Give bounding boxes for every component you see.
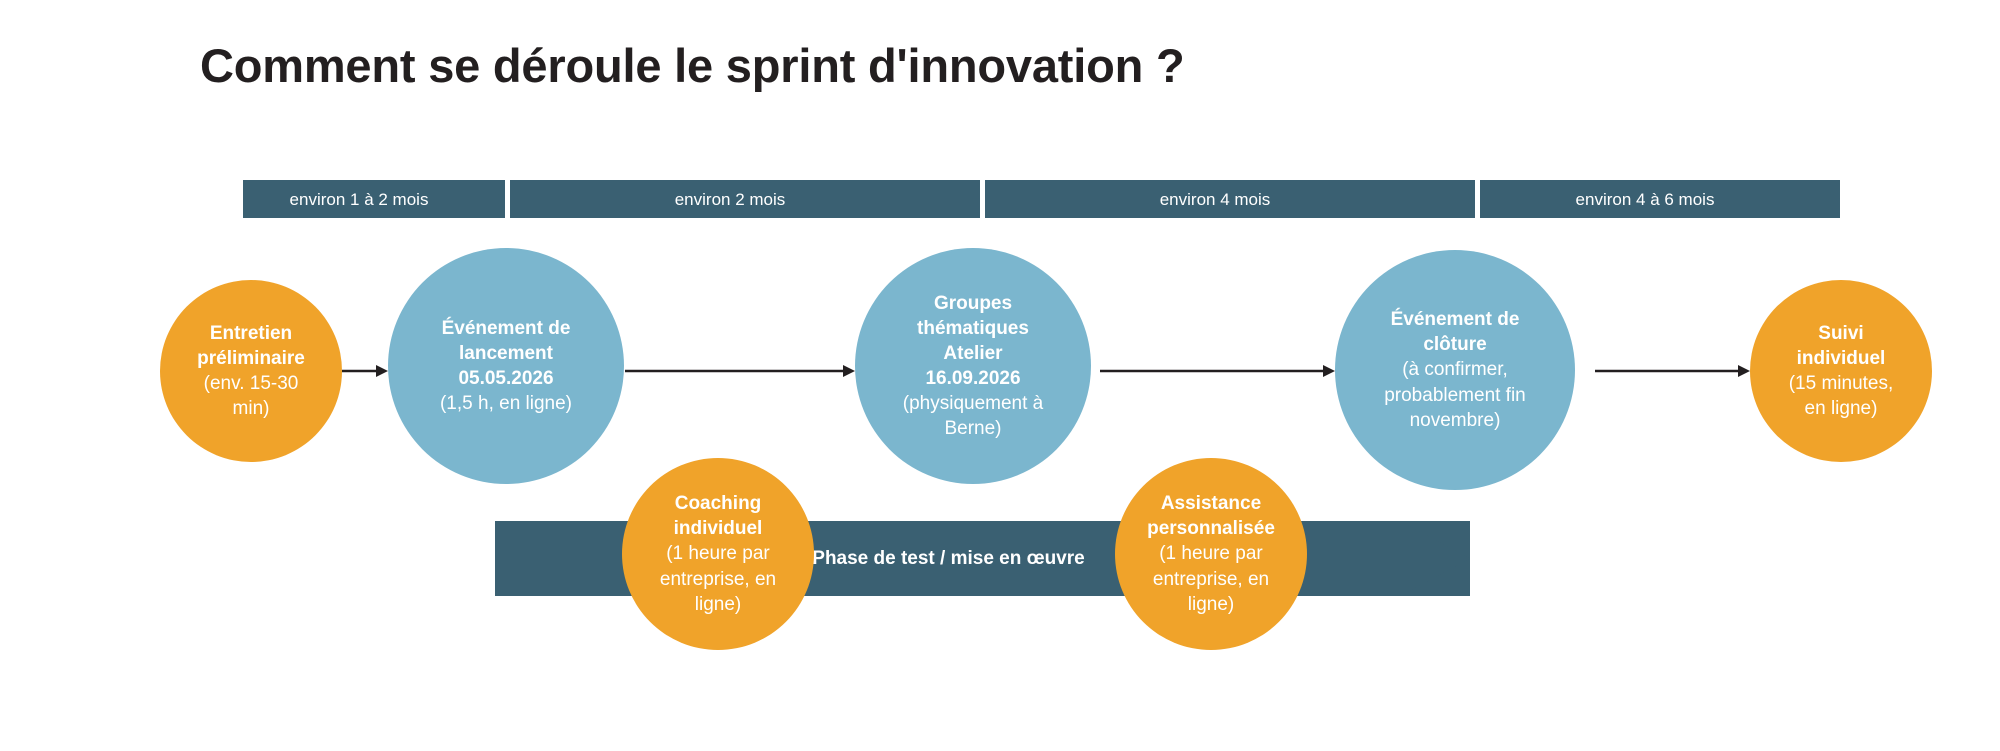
timeline-segment-1-label: environ 1 à 2 mois [289,189,429,209]
timeline-segment-2: environ 2 mois [510,180,980,218]
milestone-line: (physiquement à [902,393,1044,415]
timeline-segment-1: environ 1 à 2 mois [243,180,505,218]
milestone-suivi-individuel[interactable]: Suivi individuel (15 minutes, en ligne) [1750,280,1932,462]
connector-arrow-3 [1100,364,1335,378]
implementation-line: Assistance [1160,493,1262,515]
milestone-evenement-de-cloture[interactable]: Événement de clôture (à confirmer, proba… [1335,250,1575,490]
milestone-evenement-de-lancement[interactable]: Événement de lancement 05.05.2026 (1,5 h… [388,248,624,484]
milestone-line: min) [232,398,270,420]
milestone-line: clôture [1423,334,1487,356]
milestone-line: Groupes [933,292,1013,314]
timeline-band: environ 1 à 2 mois environ 2 mois enviro… [0,180,2000,220]
implementation-line: (1 heure par [1159,543,1263,565]
milestone-line: novembre) [1409,409,1501,431]
milestone-line: Entretien [209,322,293,344]
implementation-line: entreprise, en [659,568,777,590]
milestone-entretien-preliminaire[interactable]: Entretien préliminaire (env. 15-30 min) [160,280,342,462]
milestone-line: Berne) [944,418,1002,440]
implementation-node-assistance-personnalisee-text: Assistance personnalisée (1 heure par en… [1139,491,1283,616]
timeline-segment-2-shape [510,180,980,218]
timeline-segment-3-label: environ 4 mois [1159,189,1271,209]
milestone-evenement-de-cloture-text: Événement de clôture (à confirmer, proba… [1376,307,1534,432]
implementation-line: ligne) [694,593,742,615]
milestone-line: Atelier [943,342,1003,364]
milestone-entretien-preliminaire-text: Entretien préliminaire (env. 15-30 min) [189,321,313,421]
connector-arrow-1-glyph [342,365,388,377]
milestone-line: 16.09.2026 [925,368,1021,389]
milestone-line: Événement de [441,317,571,339]
milestone-groupes-thematiques-atelier[interactable]: Groupes thématiques Atelier 16.09.2026 (… [855,248,1091,484]
implementation-line: Coaching [674,493,762,515]
milestone-line: (env. 15-30 [203,373,299,394]
milestone-line: individuel [1796,347,1886,369]
implementation-phase-label: Phase de test / mise en œuvre [812,547,1085,569]
connector-arrow-2-glyph [625,365,855,377]
milestone-evenement-de-lancement-text: Événement de lancement 05.05.2026 (1,5 h… [432,316,580,416]
connector-arrow-2 [625,364,855,378]
implementation-node-coaching-individuel[interactable]: Coaching individuel (1 heure par entrepr… [622,458,814,650]
timeline-segment-4: environ 4 à 6 mois [1480,180,1840,218]
milestone-line: (15 minutes, [1788,373,1894,394]
connector-arrow-1 [342,364,388,378]
milestone-suivi-individuel-text: Suivi individuel (15 minutes, en ligne) [1781,321,1902,421]
milestone-line: en ligne) [1804,398,1878,420]
milestone-line: (1,5 h, en ligne) [439,393,573,415]
milestone-line: Événement de [1390,309,1520,331]
timeline-segment-4-label: environ 4 à 6 mois [1575,189,1715,209]
milestone-line: 05.05.2026 [458,368,554,389]
milestone-line: probablement fin [1384,384,1526,406]
implementation-line: personnalisée [1147,518,1275,540]
timeline-segment-1-shape [243,180,505,218]
timeline-segment-3-shape [985,180,1475,218]
implementation-node-assistance-personnalisee[interactable]: Assistance personnalisée (1 heure par en… [1115,458,1307,650]
milestone-groupes-thematiques-atelier-text: Groupes thématiques Atelier 16.09.2026 (… [895,291,1051,441]
milestone-line: préliminaire [197,347,305,369]
timeline-segment-4-shape [1480,180,1840,218]
implementation-line: ligne) [1187,593,1235,615]
timeline-segment-3: environ 4 mois [985,180,1475,218]
connector-arrow-3-glyph [1100,365,1335,377]
implementation-line: (1 heure par [666,543,770,565]
implementation-line: individuel [673,518,763,540]
page-title: Comment se déroule le sprint d'innovatio… [200,39,1185,92]
milestone-line: (à confirmer, [1402,359,1508,381]
milestone-line: lancement [459,342,553,364]
milestone-line: thématiques [917,317,1029,339]
implementation-line: entreprise, en [1152,568,1270,590]
timeline-segment-2-label: environ 2 mois [674,189,786,209]
connector-arrow-4-glyph [1595,365,1750,377]
connector-arrow-4 [1595,364,1750,378]
implementation-node-coaching-individuel-text: Coaching individuel (1 heure par entrepr… [652,491,784,616]
milestone-line: Suivi [1818,322,1864,344]
